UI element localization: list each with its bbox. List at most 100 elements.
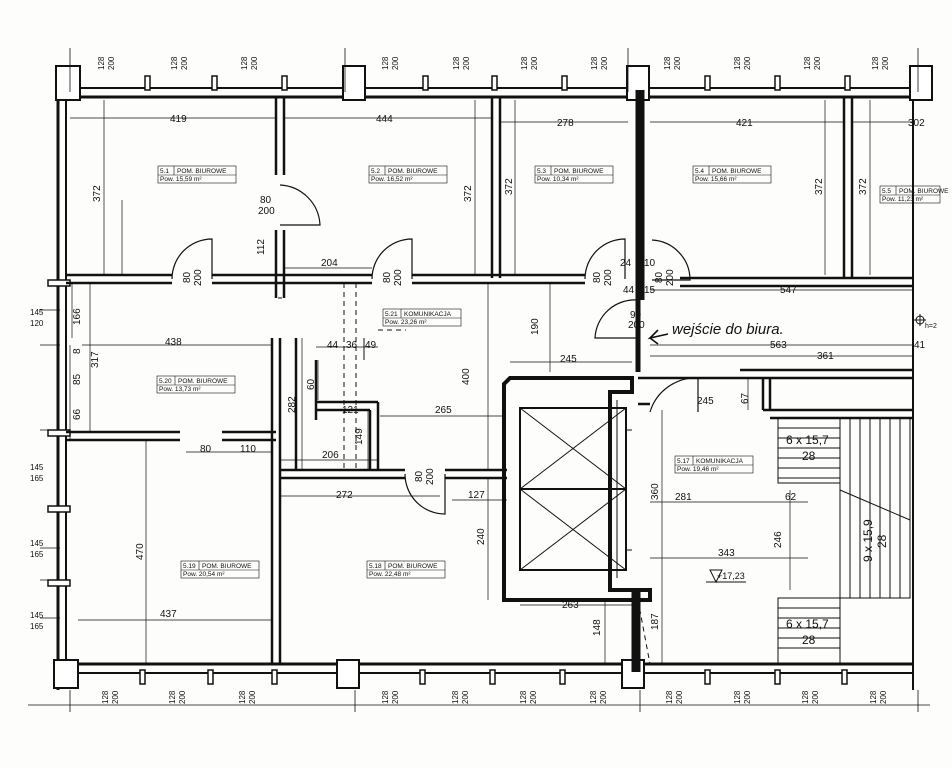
door-5-18 — [404, 473, 446, 515]
dim-label: 80 — [200, 444, 212, 455]
window-label: 200 — [743, 56, 752, 70]
stair-tread: 28 — [875, 534, 889, 548]
window-label: 128 — [238, 690, 247, 704]
level-marker: +17,23 — [706, 569, 746, 584]
room-area: Pow. 20,54 m² — [183, 571, 225, 578]
dim-label: 282 — [287, 396, 298, 413]
dim-label: 145 — [30, 308, 44, 317]
room-area: Pow. 10,34 m² — [537, 176, 579, 183]
window-label: 200 — [600, 56, 609, 70]
dim-label: 120 — [30, 319, 44, 328]
room-id: 5.18 — [369, 563, 382, 570]
window-label: 200 — [391, 690, 400, 704]
dim-label: 206 — [322, 450, 339, 461]
dim-label: 245 — [560, 354, 577, 365]
window-label: 128 — [590, 56, 599, 70]
doors — [171, 184, 699, 515]
bold-wall — [631, 90, 645, 672]
window-label: 200 — [530, 56, 539, 70]
dim-label: 10 — [644, 258, 656, 269]
window-labels-bottom: 128 200 128 200 128 200 128 200 128 200 … — [101, 690, 888, 704]
dim-label: 44 — [327, 340, 339, 351]
columns — [53, 65, 933, 689]
window-label: 128 — [168, 690, 177, 704]
dim-label: 302 — [908, 118, 925, 129]
window-label: 128 — [733, 690, 742, 704]
dimension-labels: 419 444 278 421 302 372 372 372 372 372 … — [30, 114, 926, 636]
room-id: 5.17 — [677, 458, 690, 465]
dim-label: 67 — [740, 392, 751, 404]
window-label: 200 — [111, 690, 120, 704]
room-id: 5.1 — [160, 168, 169, 175]
dim-label: 200 — [665, 269, 676, 286]
dim-label: 80 — [414, 470, 425, 482]
handwritten-note: wejście do biura. — [672, 321, 784, 338]
room-name: POM. BIUROWE — [178, 378, 228, 385]
dim-label: 80 — [654, 271, 665, 283]
dim-label: 563 — [770, 340, 787, 351]
window-label: 200 — [743, 690, 752, 704]
window-label: 200 — [178, 690, 187, 704]
window-label: 200 — [881, 56, 890, 70]
dim-label: 49 — [365, 340, 377, 351]
stairs — [777, 417, 911, 665]
stair-labels: 6 x 15,7 28 9 x 15,9 28 6 x 15,7 28 — [786, 433, 889, 647]
dim-label: 372 — [504, 178, 515, 195]
door-5-3 — [584, 238, 626, 280]
dim-label: 265 — [435, 405, 452, 416]
window-label: 128 — [733, 56, 742, 70]
outer-walls — [56, 68, 920, 690]
stair-partition — [278, 297, 365, 360]
dim-label: 272 — [336, 490, 353, 501]
room-area: Pow. 19,46 m² — [677, 466, 719, 473]
window-labels-top: 128 200 128 200 128 200 128 200 128 200 … — [97, 56, 890, 70]
window-label: 128 — [589, 690, 598, 704]
dim-label: 245 — [697, 396, 714, 407]
window-label: 200 — [673, 56, 682, 70]
elevator-core — [502, 376, 652, 602]
dim-label: 80 — [260, 195, 272, 206]
edge-label: h=2 — [925, 323, 937, 330]
window-label: 128 — [101, 690, 110, 704]
window-label: 128 — [519, 690, 528, 704]
room-id: 5.20 — [159, 378, 172, 385]
room-area: Pow. 11,23 m² — [882, 196, 924, 203]
room-name: POM. BIUROWE — [177, 168, 227, 175]
door-5-4 — [651, 239, 691, 281]
column — [336, 659, 360, 689]
window-label: 128 — [240, 56, 249, 70]
window-label: 128 — [869, 690, 878, 704]
window-label: 128 — [665, 690, 674, 704]
room-id: 5.5 — [882, 188, 891, 195]
dim-label: 437 — [160, 609, 177, 620]
dim-label: 200 — [628, 320, 645, 331]
edge-marker: h=2 — [914, 314, 937, 330]
level-label: +17,23 — [717, 571, 745, 581]
door-5-1-upper — [279, 184, 321, 226]
room-name: POM. BIUROWE — [712, 168, 762, 175]
dim-label: 112 — [256, 239, 267, 255]
dim-label: 200 — [425, 468, 436, 485]
dim-label: 343 — [718, 548, 735, 559]
window-label: 200 — [107, 56, 116, 70]
dim-label: 127 — [468, 490, 485, 501]
dim-label: 421 — [736, 118, 753, 129]
stair-count: 9 x 15,9 — [861, 519, 875, 562]
dim-label: 190 — [530, 318, 541, 335]
top-window-markers — [139, 75, 851, 685]
dim-label: 85 — [72, 373, 83, 385]
dim-label: 400 — [461, 368, 472, 385]
dim-label: 41 — [914, 340, 926, 351]
dim-label: 145 — [30, 539, 44, 548]
dim-label: 15 — [644, 285, 656, 296]
dim-label: 361 — [817, 351, 834, 362]
dim-label: 145 — [30, 611, 44, 620]
room-name: POM. BIUROWE — [554, 168, 604, 175]
column — [342, 65, 366, 101]
room-name: KOMUNIKACJA — [696, 458, 744, 465]
window-label: 200 — [248, 690, 257, 704]
room-area: Pow. 23,26 m² — [385, 319, 427, 326]
window-label: 200 — [813, 56, 822, 70]
window-label: 200 — [811, 690, 820, 704]
dim-label: 281 — [675, 492, 692, 503]
